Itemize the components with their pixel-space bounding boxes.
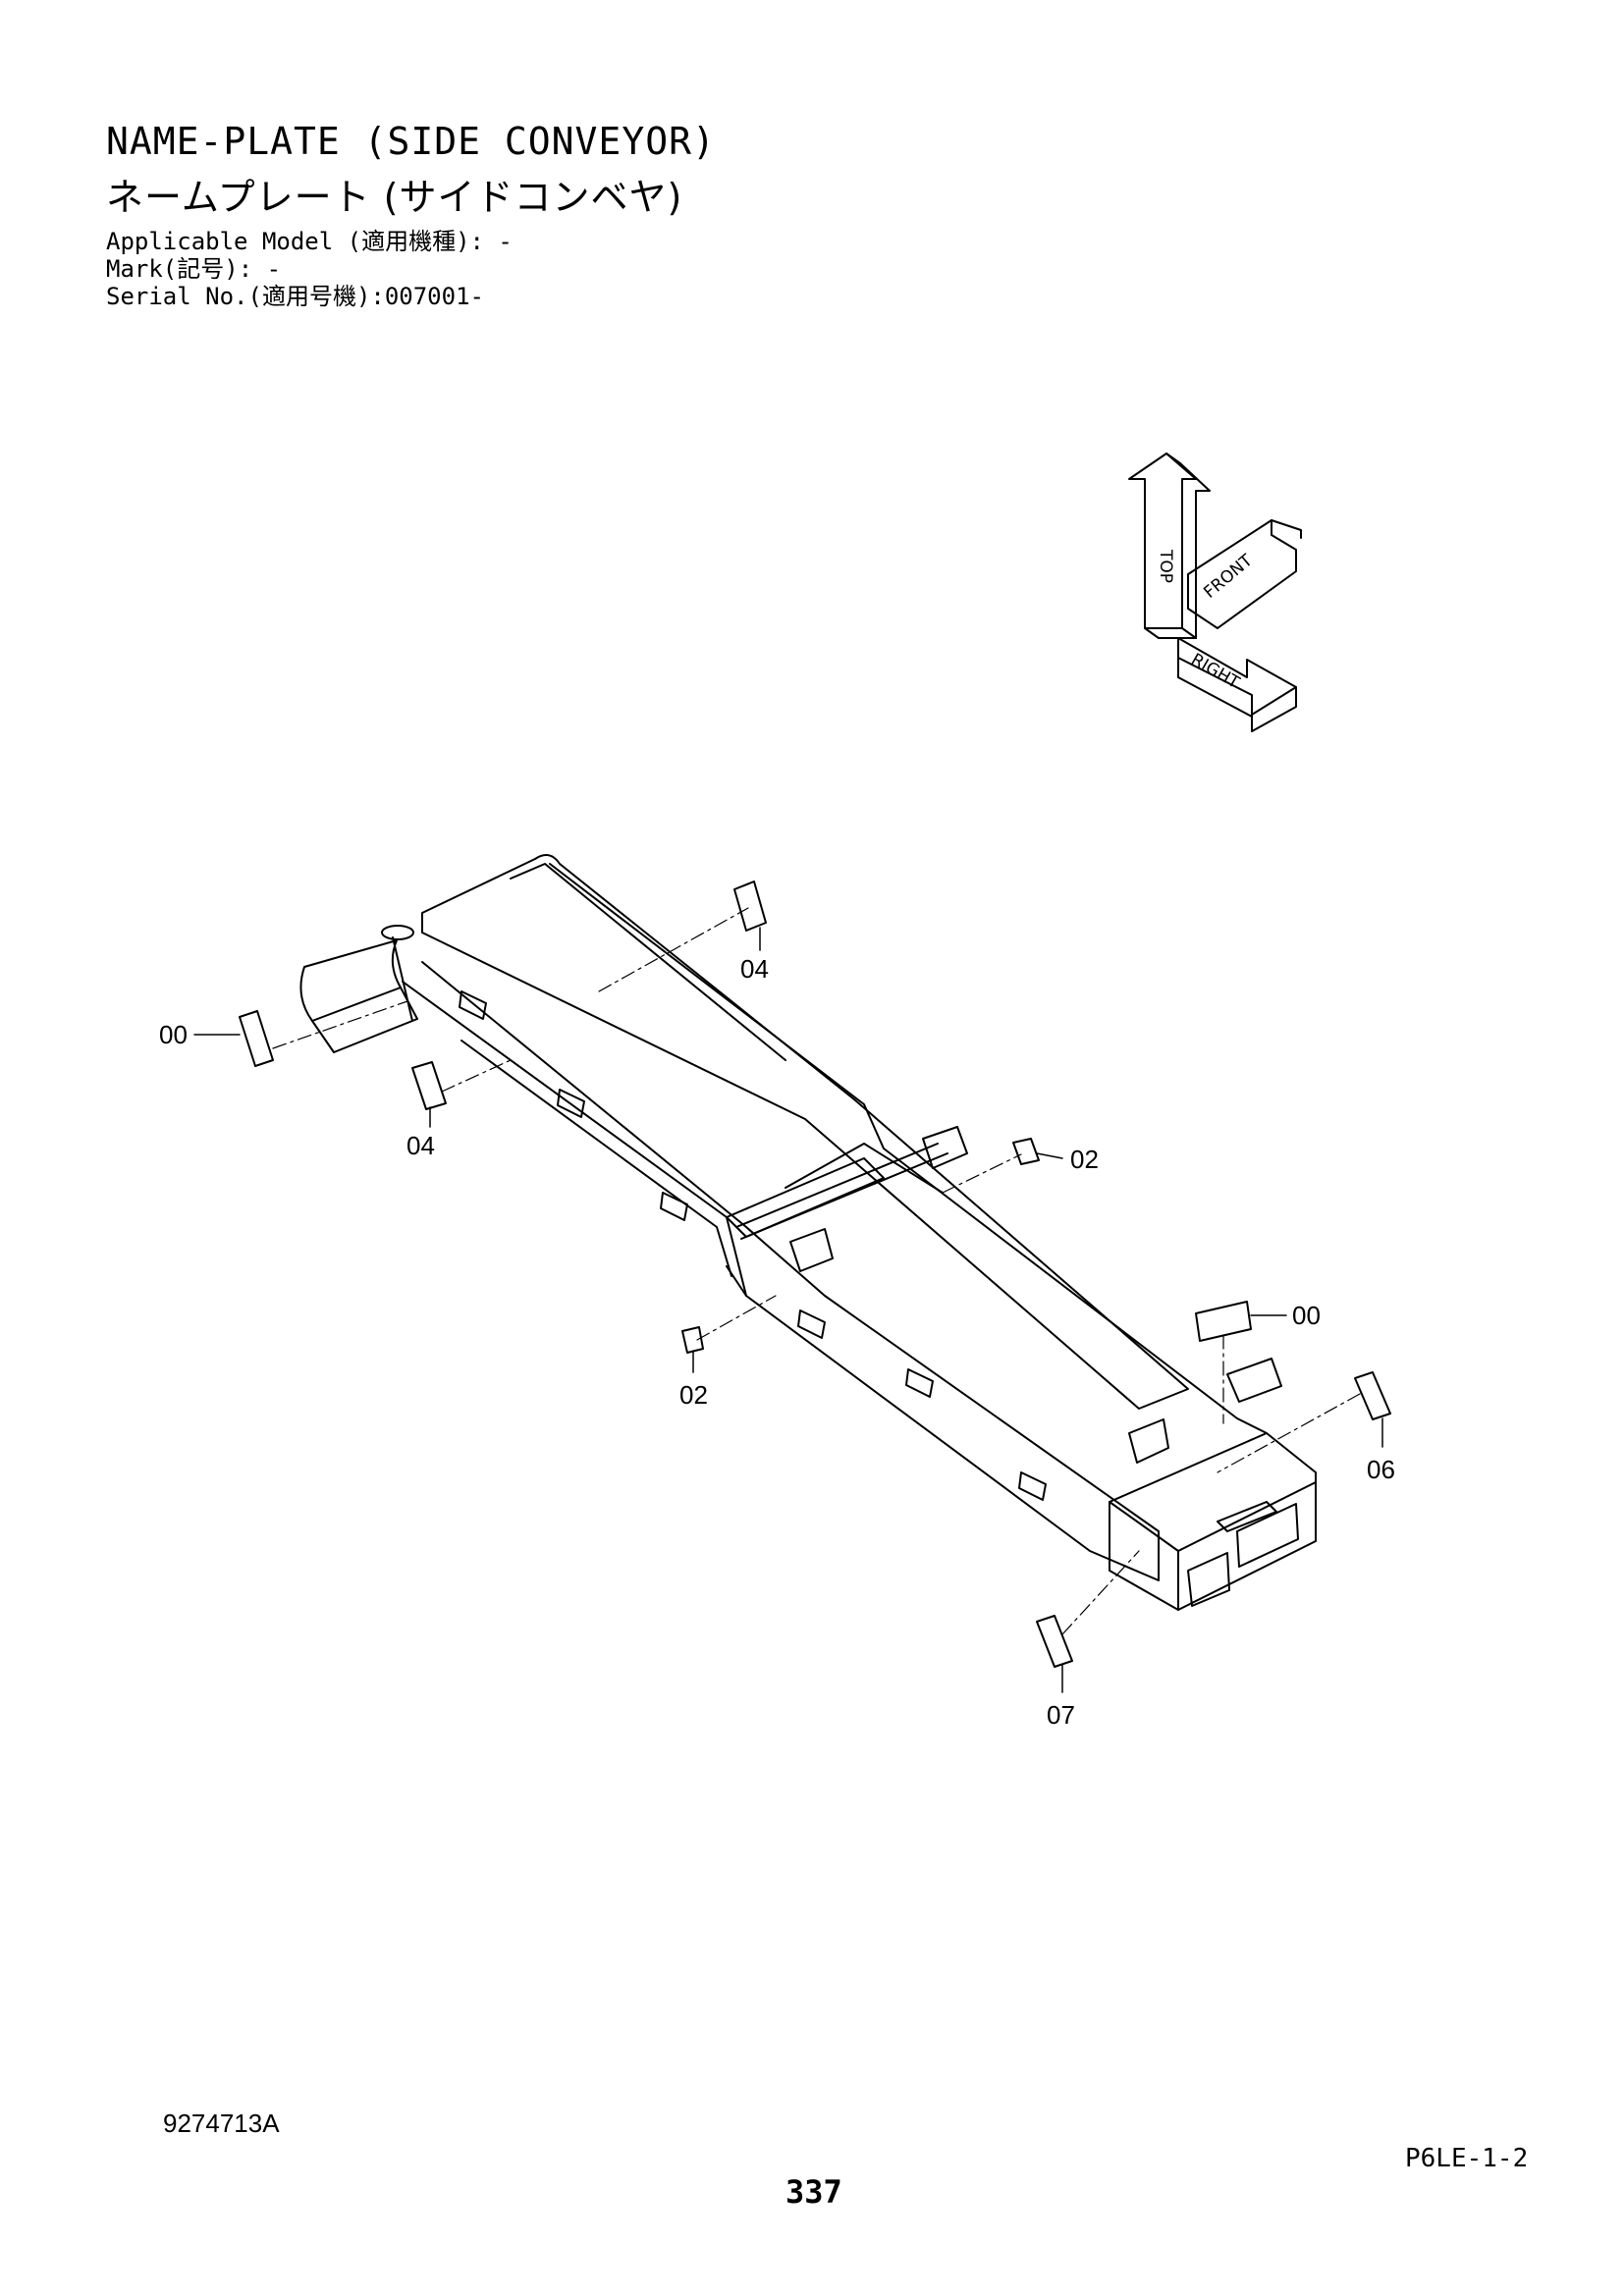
callout-06: 06 bbox=[1367, 1455, 1395, 1484]
callout-02-right: 02 bbox=[1070, 1145, 1099, 1174]
label-02-right bbox=[1012, 1138, 1040, 1165]
label-00-right bbox=[1195, 1301, 1252, 1342]
orientation-front-label: FRONT bbox=[1200, 551, 1257, 603]
applicable-model: Applicable Model (適用機種): - bbox=[106, 228, 513, 255]
label-04-lower bbox=[411, 1061, 447, 1110]
tail-drive-unit bbox=[1109, 1432, 1317, 1611]
side-conveyor-frame bbox=[299, 854, 1317, 1611]
label-06 bbox=[1354, 1371, 1391, 1420]
callout-02-left: 02 bbox=[679, 1380, 708, 1410]
bracket-mid bbox=[789, 1228, 834, 1272]
callout-00-right: 00 bbox=[1292, 1301, 1321, 1330]
page-title-japanese: ネームプレート (サイドコンベヤ) bbox=[106, 176, 683, 219]
mark: Mark(記号): - bbox=[106, 255, 282, 283]
name-plate-labels bbox=[239, 881, 1391, 1668]
callout-07: 07 bbox=[1047, 1700, 1075, 1730]
page-number: 337 bbox=[785, 2173, 842, 2211]
callout-00-left: 00 bbox=[159, 1020, 188, 1049]
label-00-left bbox=[239, 1010, 274, 1067]
bracket-tail-upper bbox=[1226, 1358, 1282, 1403]
orientation-indicator bbox=[1128, 453, 1302, 732]
placement-lines bbox=[272, 907, 1361, 1635]
page-title: NAME-PLATE (SIDE CONVEYOR) bbox=[106, 120, 716, 163]
bracket-tail-lower bbox=[1128, 1418, 1169, 1464]
callout-04-upper: 04 bbox=[740, 954, 769, 984]
head-roller-cap bbox=[381, 925, 414, 940]
document-code: 9274713A bbox=[163, 2109, 280, 2138]
bracket-upper bbox=[922, 1126, 968, 1169]
serial-number: Serial No.(適用号機):007001- bbox=[106, 283, 484, 310]
label-07 bbox=[1036, 1615, 1073, 1668]
page-reference: P6LE-1-2 bbox=[1405, 2144, 1529, 2173]
callout-04-lower: 04 bbox=[406, 1131, 435, 1160]
label-02-left bbox=[681, 1326, 704, 1354]
orientation-top-label: TOP bbox=[1156, 549, 1175, 583]
label-04-upper bbox=[733, 881, 767, 932]
leader-lines bbox=[193, 927, 1383, 1693]
